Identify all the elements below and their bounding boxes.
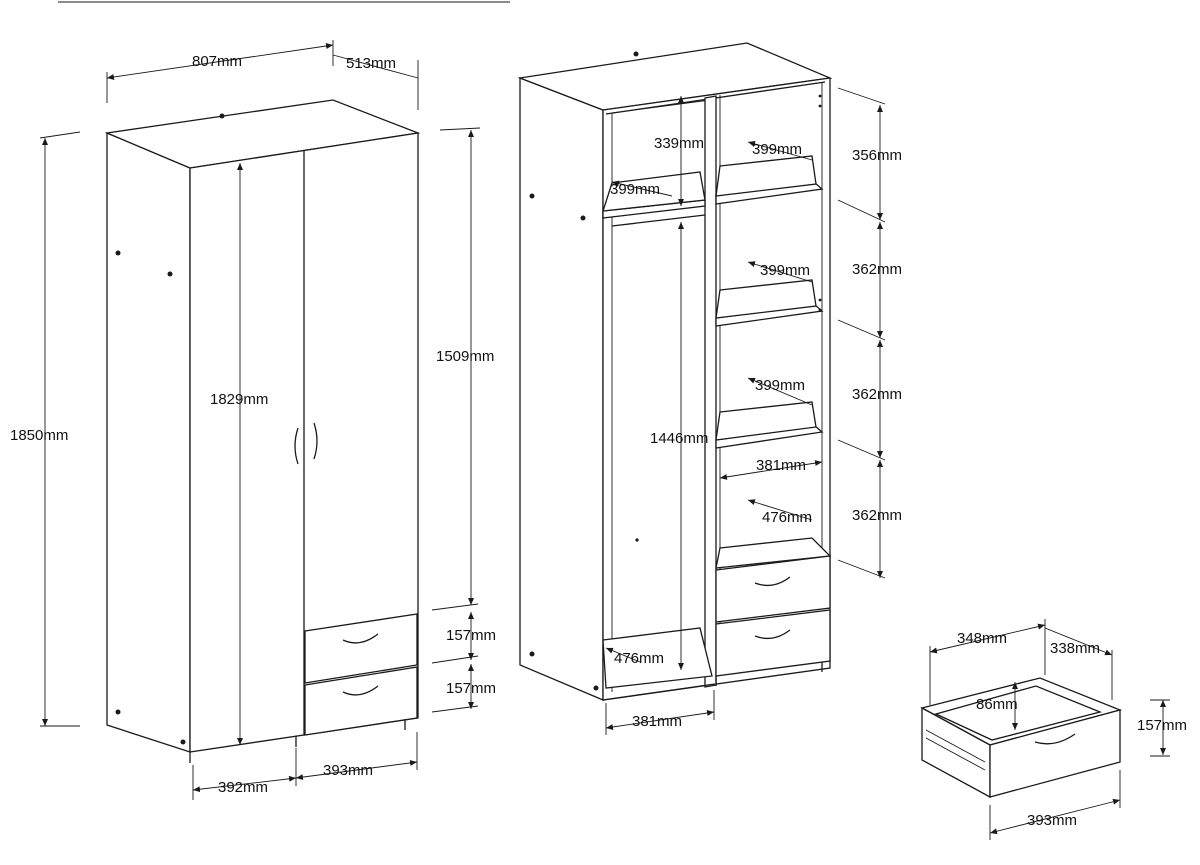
label-space-356: 356mm [852,147,903,164]
label-drawer-front-393: 393mm [1027,812,1078,829]
label-rail-height-1446: 1446mm [650,430,709,447]
label-drawer-bottom-157: 157mm [446,680,497,697]
label-shelf-2-399: 399mm [760,262,811,279]
drawer-front [989,709,1121,798]
label-drawer-width-348: 348mm [957,630,1008,647]
label-inner-width-381: 381mm [756,457,807,474]
hanging-rail [611,214,706,227]
door-handle-left [294,427,299,465]
label-left-width-392: 392mm [218,779,269,796]
drawer-handle-bottom [342,685,379,696]
drawer-detail [920,619,1170,840]
closed-drawer-top [304,613,418,684]
label-door-height-1829: 1829mm [210,391,269,408]
label-shelf-top-399: 399mm [752,141,803,158]
closed-drawer-bottom [304,666,418,736]
shelf-2-top [715,279,817,319]
label-space-362-a: 362mm [852,261,903,278]
open-side-panel [519,77,604,701]
label-height-1850: 1850mm [10,427,69,444]
drawer-inner-floor [934,685,1103,741]
open-wardrobe [517,42,886,735]
label-inner-depth-476: 476mm [762,509,813,526]
open-drawer-top [715,555,831,623]
closed-wardrobe [39,40,481,800]
shelf-1-top [715,155,817,197]
label-width-807: 807mm [192,53,243,70]
label-top-gap-339: 339mm [654,135,705,152]
closed-side-panel [106,132,191,753]
drawer-handle-top [342,633,379,644]
open-drawer-bottom [715,609,831,677]
label-bottom-width-381: 381mm [632,713,683,730]
label-drawer-height-157: 157mm [1137,717,1188,734]
label-drawer-depth-338: 338mm [1050,640,1101,657]
label-right-width-393: 393mm [323,762,374,779]
shelf-3-top [715,401,817,441]
label-rail-shelf-399: 399mm [610,181,661,198]
door-handle-right [313,422,318,460]
label-space-362-c: 362mm [852,507,903,524]
left-bottom-panel [602,627,713,689]
drawer-front-handle [1034,733,1076,745]
label-drawer-top-157: 157mm [446,627,497,644]
label-drawer-inner-86: 86mm [976,696,1018,713]
label-depth-513: 513mm [346,55,397,72]
label-shelf-3-399: 399mm [755,377,806,394]
label-hang-height-1509: 1509mm [436,348,495,365]
middle-divider [704,95,717,688]
label-bottom-depth-476: 476mm [614,650,665,667]
label-space-362-b: 362mm [852,386,903,403]
